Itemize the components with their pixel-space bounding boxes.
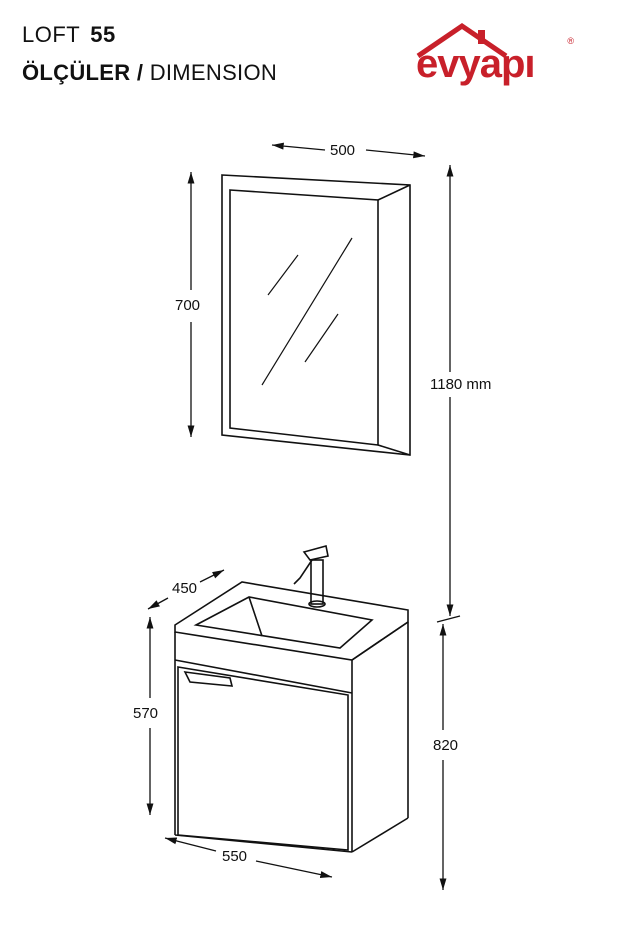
brand-logo: evyapı ® bbox=[414, 22, 574, 86]
registered-mark: ® bbox=[567, 36, 574, 46]
dim-cabinet-depth: 450 bbox=[170, 580, 200, 597]
dim-floor-height: 820 bbox=[431, 737, 461, 754]
dim-mirror-height: 700 bbox=[173, 297, 203, 314]
house-roof-logo-icon bbox=[416, 22, 508, 59]
faucet bbox=[293, 545, 329, 608]
dimension-label-tr: ÖLÇÜLER / bbox=[22, 60, 144, 85]
dim-cabinet-width: 550 bbox=[220, 848, 250, 865]
model-name: LOFT bbox=[22, 22, 81, 47]
dimension-lines bbox=[146, 142, 461, 890]
dimension-heading: ÖLÇÜLER / DIMENSION bbox=[22, 60, 277, 86]
brand-name: evyapı bbox=[416, 42, 536, 86]
dimension-label-en: DIMENSION bbox=[149, 60, 278, 85]
vanity-cabinet bbox=[174, 581, 409, 853]
dim-mirror-width: 500 bbox=[328, 142, 358, 159]
model-number: 55 bbox=[90, 22, 116, 47]
dim-cabinet-height: 570 bbox=[131, 705, 161, 722]
mirror-cabinet bbox=[221, 174, 411, 456]
product-title: LOFT 55 bbox=[22, 22, 116, 48]
dim-total-height: 1180 mm bbox=[428, 376, 494, 393]
